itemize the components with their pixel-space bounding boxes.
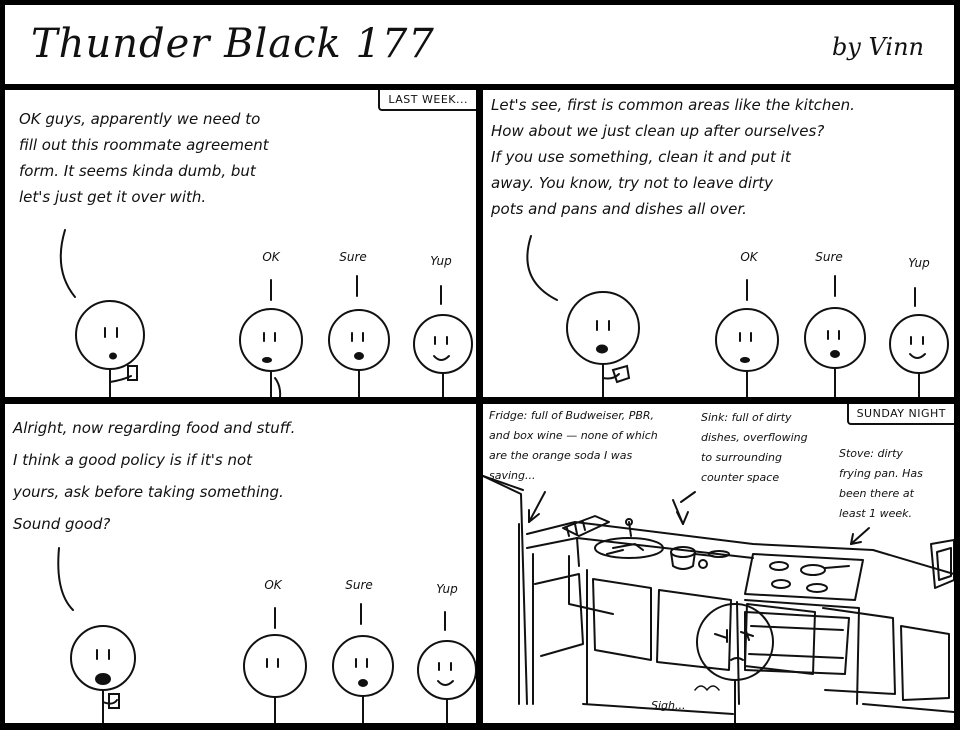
reply-yup: Yup bbox=[430, 254, 452, 268]
reply-sure: Sure bbox=[815, 250, 843, 264]
panel-3-drawing bbox=[57, 547, 476, 723]
author-signature: by Vinn bbox=[831, 33, 924, 61]
speech-text: Alright, now regarding food and stuff. I… bbox=[13, 419, 296, 533]
panel-2: Let's see, first is common areas like th… bbox=[483, 90, 954, 397]
panel-4-kitchen-drawing bbox=[483, 475, 954, 723]
caption-last-week: LAST WEEK... bbox=[378, 90, 476, 111]
panel-2-drawing bbox=[526, 235, 949, 397]
caption-sunday-night: SUNDAY NIGHT bbox=[846, 404, 954, 425]
reply-ok: OK bbox=[262, 250, 280, 264]
speech-text: OK guys, apparently we need to fill out … bbox=[19, 110, 269, 206]
reply-sure: Sure bbox=[345, 578, 373, 592]
comic-title: Thunder Black 177 bbox=[31, 21, 435, 67]
panel-1: LAST WEEK... OK guys, apparently we need… bbox=[5, 90, 476, 397]
sink-note: Sink: full of dirty dishes, overflowing … bbox=[701, 411, 808, 484]
reply-yup: Yup bbox=[436, 582, 458, 596]
panel-1-drawing bbox=[59, 229, 473, 397]
reply-ok: OK bbox=[740, 250, 758, 264]
reply-sure: Sure bbox=[339, 250, 367, 264]
reply-ok: OK bbox=[264, 578, 282, 592]
panel-3: Alright, now regarding food and stuff. I… bbox=[5, 404, 476, 723]
title-panel: Thunder Black 177 by Vinn bbox=[5, 5, 954, 84]
panel-4: SUNDAY NIGHT Fridge: full of Budweiser, … bbox=[483, 404, 954, 723]
stove-note: Stove: dirty frying pan. Has been there … bbox=[839, 447, 923, 520]
reply-yup: Yup bbox=[908, 256, 930, 270]
fridge-note: Fridge: full of Budweiser, PBR, and box … bbox=[489, 409, 658, 482]
speech-text: Let's see, first is common areas like th… bbox=[491, 96, 855, 218]
